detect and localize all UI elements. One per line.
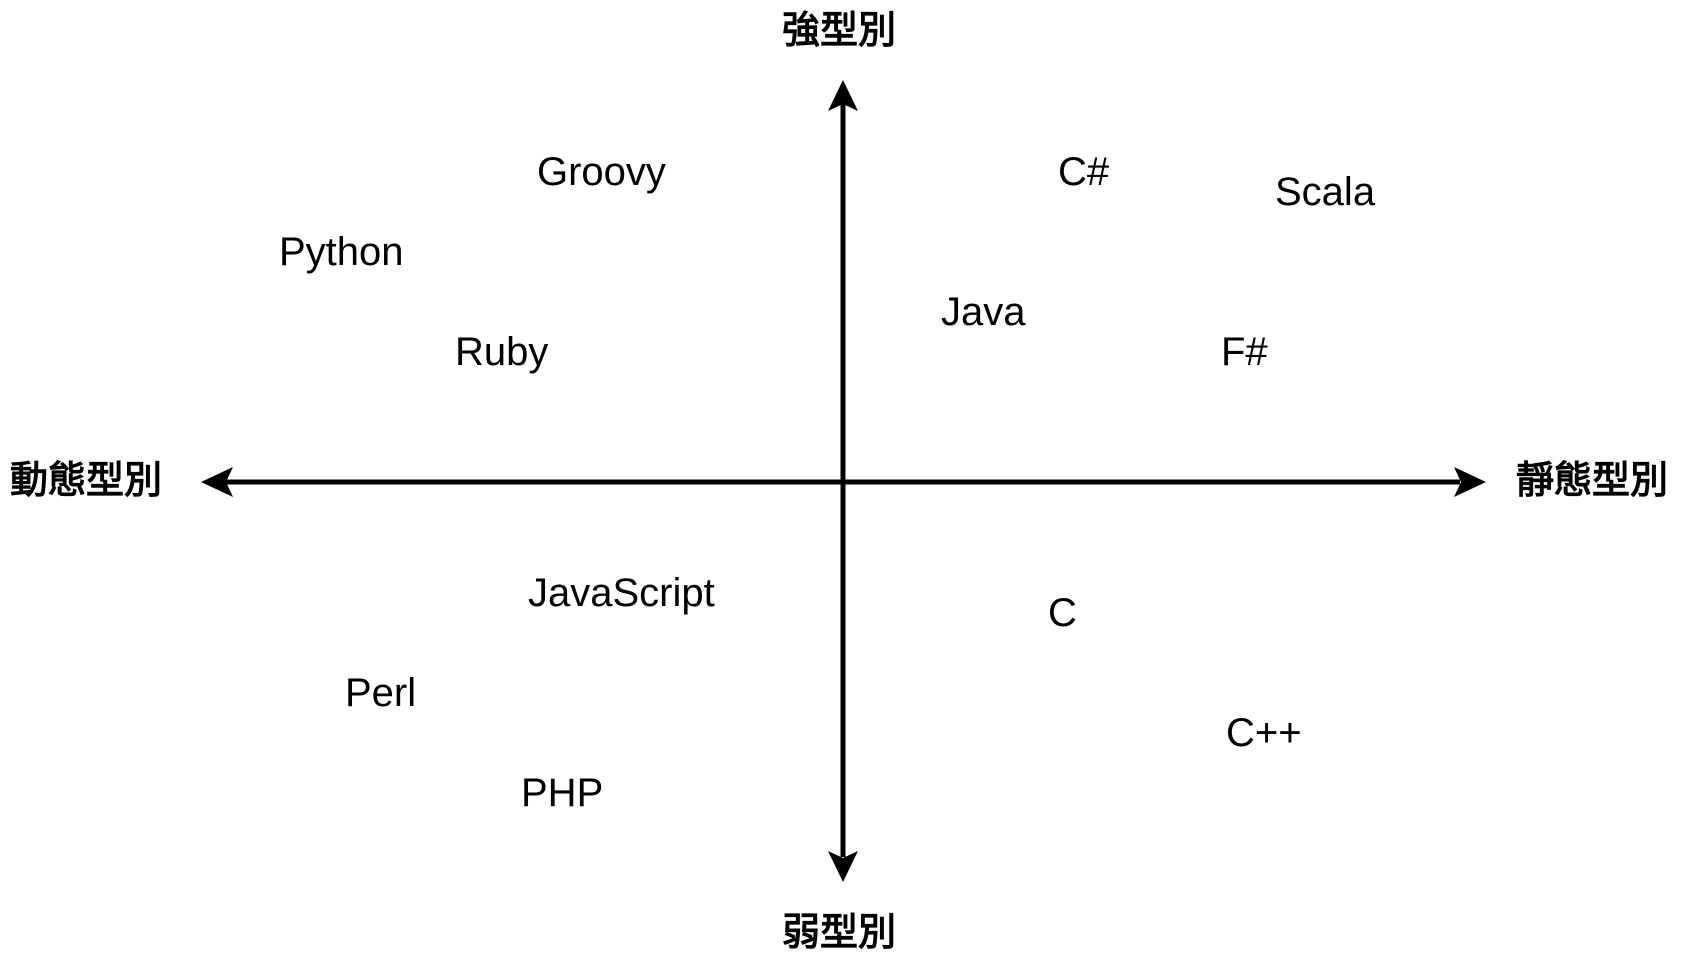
language-javascript: JavaScript: [528, 571, 715, 615]
language-c: C: [1048, 591, 1077, 635]
language-ruby: Ruby: [455, 330, 549, 374]
language-perl: Perl: [345, 671, 417, 715]
language-cpp: C++: [1226, 711, 1302, 755]
language-csharp: C#: [1058, 150, 1110, 194]
language-python: Python: [279, 230, 404, 274]
axis-label-static-typing: 靜態型別: [1516, 458, 1669, 502]
down-arrowhead-icon: [828, 851, 858, 882]
right-arrowhead-icon: [1454, 467, 1486, 497]
language-groovy: Groovy: [537, 150, 666, 194]
language-java: Java: [941, 290, 1026, 334]
up-arrowhead-icon: [828, 80, 858, 111]
axis-label-dynamic-typing: 動態型別: [10, 458, 163, 502]
language-php: PHP: [521, 771, 604, 815]
axis-label-strong-typing: 強型別: [782, 8, 897, 52]
axis-label-weak-typing: 弱型別: [782, 910, 897, 954]
left-arrowhead-icon: [201, 467, 233, 497]
language-scala: Scala: [1275, 170, 1376, 214]
language-fsharp: F#: [1221, 330, 1268, 374]
